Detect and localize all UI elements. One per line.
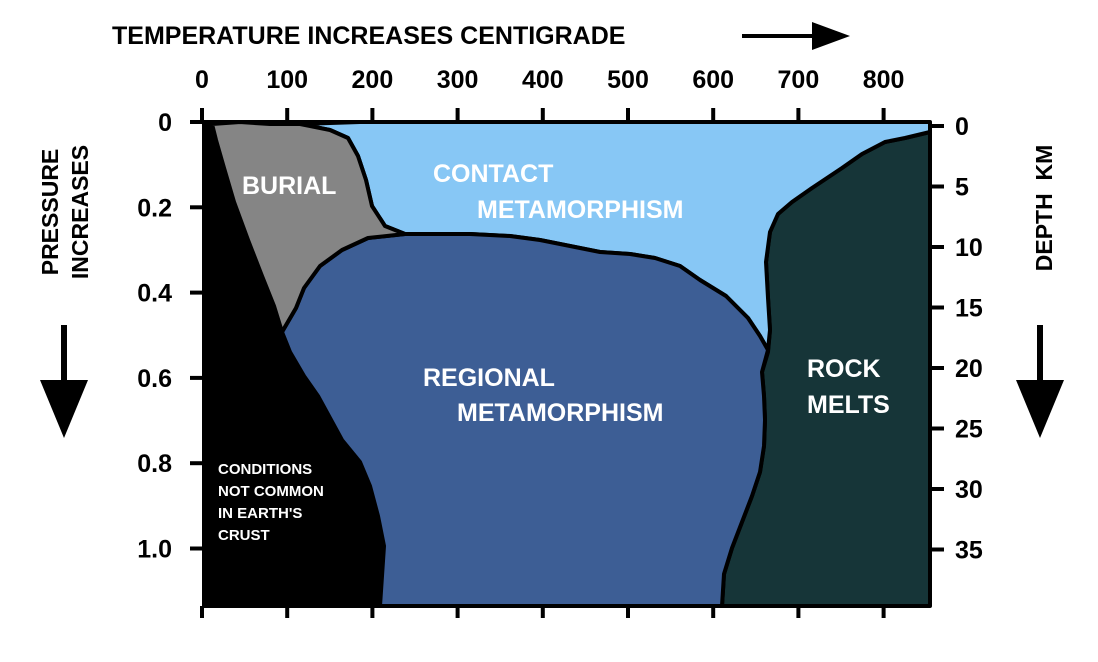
right-tick-label: 0 (955, 113, 969, 141)
top-tick-labels: 0 100 200 300 400 500 600 700 800 (195, 66, 904, 94)
right-tick-label: 35 (955, 537, 983, 565)
left-tick-label: 0 (158, 109, 172, 137)
rock-melts-label-line1: ROCK (807, 355, 881, 383)
top-axis-title: TEMPERATURE INCREASES CENTIGRADE (112, 22, 625, 50)
contact-label-line2: METAMORPHISM (477, 196, 683, 224)
right-tick-label: 20 (955, 355, 983, 383)
top-tick-label: 700 (778, 66, 820, 94)
axis-lines (202, 120, 932, 608)
region-labels: BURIAL CONTACT METAMORPHISM REGIONAL MET… (218, 160, 890, 544)
uncommon-label-line2: NOT COMMON (218, 483, 324, 500)
top-tick-label: 600 (692, 66, 734, 94)
axis-ticks (190, 108, 944, 618)
region-fills (204, 120, 932, 608)
burial-label: BURIAL (242, 172, 336, 200)
uncommon-label-line1: CONDITIONS (218, 461, 312, 478)
right-arrow-icon (742, 22, 850, 50)
top-tick-label: 400 (522, 66, 564, 94)
left-tick-label: 1.0 (137, 536, 172, 564)
right-tick-labels: 0 5 10 15 20 25 30 35 (955, 113, 983, 565)
uncommon-label-line3: IN EARTH'S (218, 505, 302, 522)
left-tick-label: 0.4 (137, 280, 172, 308)
top-tick-label: 300 (437, 66, 479, 94)
uncommon-label-line4: CRUST (218, 527, 270, 544)
top-tick-label: 100 (266, 66, 308, 94)
top-tick-label: 0 (195, 66, 209, 94)
regional-label-line1: REGIONAL (423, 364, 555, 392)
right-tick-label: 25 (955, 416, 983, 444)
right-tick-label: 15 (955, 295, 983, 323)
left-tick-label: 0.6 (137, 365, 172, 393)
left-tick-label: 0.2 (137, 194, 172, 222)
top-tick-label: 500 (607, 66, 649, 94)
right-tick-label: 30 (955, 476, 983, 504)
left-down-arrow-icon (40, 325, 88, 438)
right-down-arrow-icon (1016, 325, 1064, 438)
right-tick-label: 5 (955, 174, 969, 202)
top-tick-label: 800 (863, 66, 905, 94)
right-tick-label: 10 (955, 234, 983, 262)
region-burial (210, 120, 407, 334)
left-tick-label: 0.8 (137, 450, 172, 478)
left-tick-labels: 0 0.2 0.4 0.6 0.8 1.0 (137, 109, 172, 564)
rock-melts-label-line2: MELTS (807, 391, 890, 419)
region-regional (280, 232, 770, 608)
contact-label-line1: CONTACT (433, 160, 553, 188)
left-axis-title-line2: INCREASES (67, 145, 93, 279)
right-axis-title: DEPTH KM (1031, 145, 1057, 272)
left-axis-title-line1: PRESSURE (37, 149, 63, 276)
regional-label-line2: METAMORPHISM (457, 399, 663, 427)
top-tick-label: 200 (352, 66, 394, 94)
